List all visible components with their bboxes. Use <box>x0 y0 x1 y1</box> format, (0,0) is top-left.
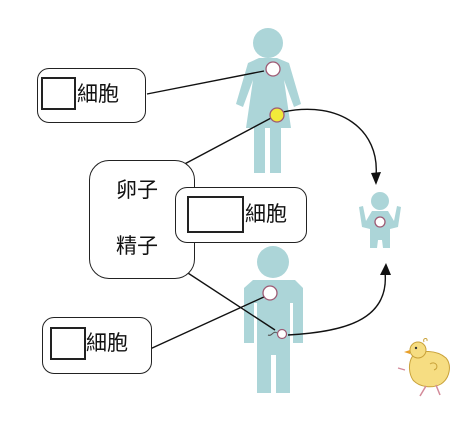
baby-cell-icon <box>374 216 386 228</box>
father-cell-box: 細胞 <box>42 317 152 374</box>
fertilized-cell-blank[interactable] <box>187 196 244 233</box>
mother-cell-label: 細胞 <box>77 82 119 106</box>
arrow-path-egg <box>282 108 377 177</box>
sperm-label: 精子 <box>116 234 158 258</box>
mother-cell-blank[interactable] <box>41 77 76 110</box>
woman-figure-icon <box>236 28 301 173</box>
line-father-cell <box>149 295 267 350</box>
mother-cell-icon <box>265 61 281 77</box>
arrowhead-bottom <box>380 263 391 275</box>
arrow-path-sperm <box>287 271 386 336</box>
mother-cell-box: 細胞 <box>37 68 146 123</box>
fertilized-cell-box: 細胞 <box>175 187 307 243</box>
chick-icon <box>397 338 450 397</box>
arrowheads <box>371 172 391 275</box>
line-mother-cell <box>146 70 265 95</box>
father-cell-blank[interactable] <box>50 327 86 360</box>
egg-cell-icon <box>269 107 285 123</box>
sperm-icon <box>267 328 288 340</box>
father-cell-icon <box>262 285 278 301</box>
egg-label: 卵子 <box>116 178 158 202</box>
father-cell-label: 細胞 <box>86 331 128 355</box>
arrowhead-top <box>371 172 381 185</box>
man-figure-icon <box>244 246 303 393</box>
fertilized-cell-label: 細胞 <box>245 202 287 226</box>
